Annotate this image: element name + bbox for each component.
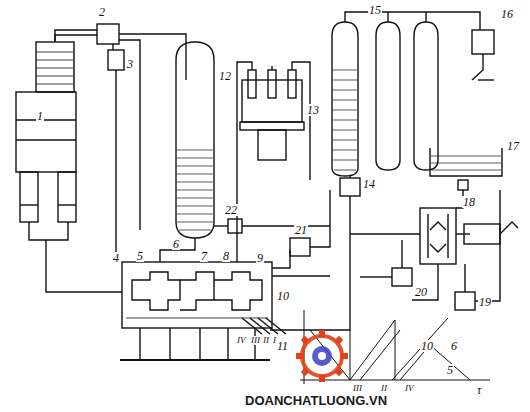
callout-number: III: [352, 384, 363, 393]
callout-number: 11: [276, 340, 289, 352]
callout-number: 19: [478, 296, 492, 308]
callout-number: 16: [500, 8, 514, 20]
callout-number: 5: [446, 364, 454, 376]
callout-number: II: [262, 336, 270, 345]
callout-number: 22: [224, 204, 238, 216]
callout-number: IV: [236, 336, 247, 345]
callout-number: 13: [306, 104, 320, 116]
callout-number: IV: [404, 384, 415, 393]
callout-number: 6: [172, 238, 180, 250]
callout-number: 21: [294, 224, 308, 236]
callout-number: 7: [200, 250, 208, 262]
callout-number: 9: [256, 252, 264, 264]
callout-number: 2: [98, 6, 106, 18]
callout-number: 17: [506, 140, 520, 152]
callout-number: 18: [462, 196, 476, 208]
callout-number: 1: [36, 110, 44, 122]
callout-number: 14: [362, 178, 376, 190]
callout-number: II: [380, 384, 388, 393]
callout-number: 20: [414, 286, 428, 298]
callout-number: 6: [450, 340, 458, 352]
callout-number: 10: [420, 340, 434, 352]
callout-number: 8: [222, 250, 230, 262]
callout-number: 5: [136, 250, 144, 262]
callout-number: τ: [476, 384, 482, 396]
callout-number: III: [250, 336, 261, 345]
callout-number: 4: [112, 252, 120, 264]
callout-number: 12: [218, 70, 232, 82]
callout-number: 10: [276, 290, 290, 302]
callout-number: 15: [368, 4, 382, 16]
watermark: DOANCHATLUONG.VN: [244, 394, 388, 408]
callout-number: 3: [126, 58, 134, 70]
callout-number: I: [272, 336, 277, 345]
